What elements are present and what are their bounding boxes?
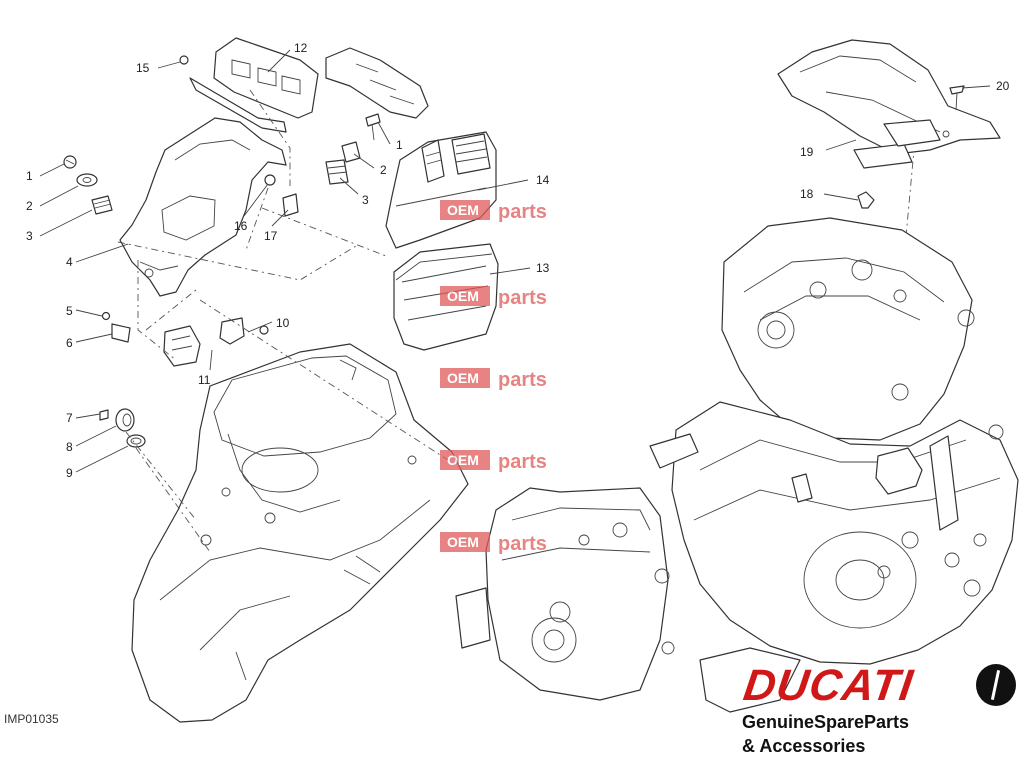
callout-7: 7 bbox=[66, 411, 73, 425]
callout-10: 10 bbox=[276, 316, 290, 330]
callout-16: 16 bbox=[234, 219, 248, 233]
watermark-prefix: OEM bbox=[447, 370, 479, 386]
callout-2: 2 bbox=[26, 199, 33, 213]
callout-4: 4 bbox=[66, 255, 73, 269]
small-hardware-left bbox=[63, 155, 299, 448]
leader-lines bbox=[39, 49, 991, 473]
callout-5: 5 bbox=[66, 304, 73, 318]
brand-tagline-line1: GenuineSpareParts bbox=[742, 712, 910, 732]
diagram-reference-code: IMP01035 bbox=[4, 712, 59, 726]
callout-3: 3 bbox=[26, 229, 33, 243]
watermark-prefix: OEM bbox=[447, 534, 479, 550]
watermark-prefix: OEM bbox=[447, 452, 479, 468]
callout-12: 12 bbox=[294, 41, 308, 55]
callout-8: 8 bbox=[66, 440, 73, 454]
callout-11: 11 bbox=[198, 373, 211, 387]
assembly-lines bbox=[117, 89, 917, 553]
watermark: OEM parts bbox=[440, 200, 547, 223]
watermark-prefix: OEM bbox=[447, 288, 479, 304]
watermark-group: OEM parts OEM parts OEM parts OEM parts … bbox=[440, 200, 547, 555]
brand-emblem-icon bbox=[976, 664, 1016, 706]
fairing-bracket-assembly bbox=[119, 55, 287, 297]
callout-17: 17 bbox=[264, 229, 278, 243]
watermark: OEM parts bbox=[440, 532, 547, 555]
watermark-suffix: parts bbox=[498, 201, 547, 223]
callout-2-upper: 2 bbox=[380, 163, 387, 177]
callout-6: 6 bbox=[66, 336, 73, 350]
undertray-panel bbox=[131, 343, 469, 723]
callout-1-upper: 1 bbox=[396, 138, 403, 152]
callout-15: 15 bbox=[136, 61, 150, 75]
watermark: OEM parts bbox=[440, 368, 547, 391]
callout-14: 14 bbox=[536, 173, 550, 187]
watermark: OEM parts bbox=[440, 286, 547, 309]
center-hardware bbox=[325, 113, 381, 185]
watermark-suffix: parts bbox=[498, 533, 547, 555]
callout-9: 9 bbox=[66, 466, 73, 480]
callout-13: 13 bbox=[536, 261, 550, 275]
watermark-suffix: parts bbox=[498, 369, 547, 391]
callout-19: 19 bbox=[800, 145, 814, 159]
connector-bracket bbox=[213, 37, 429, 119]
brand-block: DUCATI GenuineSpareParts & Accessories bbox=[740, 660, 1016, 760]
engine-block bbox=[455, 217, 1019, 713]
brand-tagline-line2: & Accessories bbox=[742, 736, 866, 756]
callout-18: 18 bbox=[800, 187, 814, 201]
brand-logo: DUCATI bbox=[740, 661, 917, 710]
callout-3-upper: 3 bbox=[362, 193, 369, 207]
watermark: OEM parts bbox=[440, 450, 547, 473]
watermark-suffix: parts bbox=[498, 451, 547, 473]
watermark-prefix: OEM bbox=[447, 202, 479, 218]
callout-labels: 1 2 3 4 5 6 7 8 9 10 11 12 15 16 17 1 2 … bbox=[26, 41, 1010, 480]
watermark-suffix: parts bbox=[498, 287, 547, 309]
callout-20: 20 bbox=[996, 79, 1010, 93]
upper-right-panel bbox=[777, 39, 1001, 209]
callout-1: 1 bbox=[26, 169, 33, 183]
